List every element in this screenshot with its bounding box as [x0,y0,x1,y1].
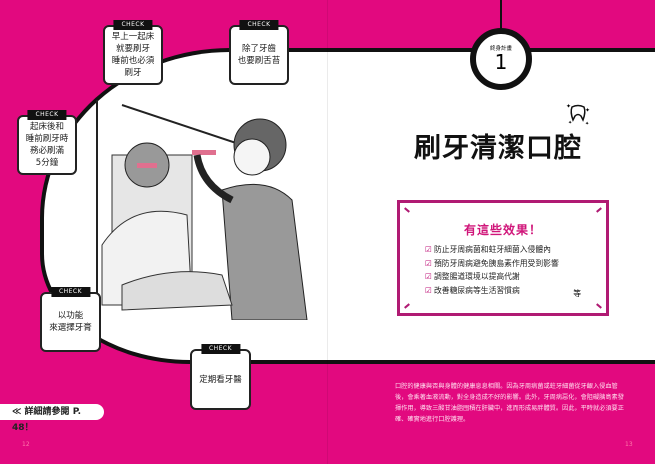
svg-text:✦: ✦ [585,121,589,126]
checkbox-icon: ☑ [425,285,432,295]
corner-mark [404,207,410,213]
svg-text:✦: ✦ [568,120,572,126]
check-bubble-five-minutes: CHECK 起床後和 睡前刷牙時 務必刷滿 5分鐘 [17,110,77,175]
man-brushing-teeth-illustration [96,100,308,320]
check-bubble-dentist: CHECK 定期看牙醫 [190,344,251,410]
badge-number: 1 [494,50,508,74]
effect-item: ☑改善糖尿病等生活習慣病 [425,285,520,295]
bubble-text: 起床後和 睡前刷牙時 務必刷滿 5分鐘 [25,122,69,168]
checkbox-icon: ☑ [425,272,432,281]
check-bubble-tongue: CHECK 除了牙齒 也要刷舌苔 [229,20,289,85]
check-bubble-toothpaste: CHECK 以功能 來選擇牙膏 [40,287,101,352]
effect-item: ☑調整腸道環境以提高代謝 [425,272,520,281]
page-title: 刷牙清潔口腔 [414,133,582,164]
bubble-text: 早上一起床 就要刷牙 睡前也必須 刷牙 [111,32,155,78]
check-tag: CHECK [200,344,241,354]
bubble-text: 以功能 來選擇牙膏 [49,311,92,333]
sparkling-tooth-icon: ✦ ✦ ✦ ✦ [566,103,590,126]
svg-text:✦: ✦ [566,103,571,110]
checkbox-icon: ☑ [425,245,432,254]
page-number-left: 12 [22,441,30,448]
svg-text:✦: ✦ [585,107,590,114]
effects-box: 有這些效果！ ☑防止牙周病菌和蛀牙細菌入侵體內 ☑預防牙周病避免胰島素作用受到影… [397,200,609,316]
bubble-text: 定期看牙醫 [199,374,242,385]
check-tag: CHECK [50,287,91,297]
page-gutter [327,0,328,464]
effects-heading: 有這些效果！ [463,223,542,237]
corner-mark [596,303,602,309]
body-paragraph: 口腔的健康與否與身體的健康息息相關。因為牙周病菌或蛀牙細菌從牙齦入侵血管後，會乘… [395,383,624,423]
effect-item: ☑防止牙周病菌和蛀牙細菌入侵體內 [425,245,551,254]
bubble-text: 除了牙齒 也要刷舌苔 [237,44,281,66]
check-bubble-morning-night: CHECK 早上一起床 就要刷牙 睡前也必須 刷牙 [103,20,163,85]
corner-mark [596,207,602,213]
badge-connector [500,0,502,30]
reference-link[interactable]: ≪ 詳細請參閱 P. 48！ [0,404,104,433]
check-tag: CHECK [113,20,153,30]
check-tag: CHECK [239,20,279,30]
check-tag: CHECK [27,110,67,120]
checkbox-icon: ☑ [425,258,432,268]
plan-badge: 終身計畫 1 [470,28,532,90]
etc-label: 等 [573,289,581,298]
badge-label: 終身計畫 [489,46,512,52]
effect-item: ☑預防牙周病避免胰島素作用受到影響 [425,258,559,268]
page-number-right: 13 [625,441,633,448]
corner-mark [404,303,410,309]
